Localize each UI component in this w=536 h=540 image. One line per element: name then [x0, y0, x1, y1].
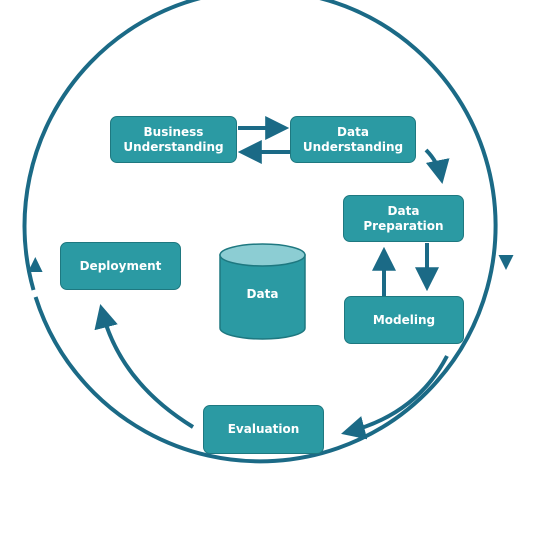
evaluation-label: Evaluation: [227, 422, 300, 436]
outer-cycle-arrow: [22, 0, 498, 464]
data-cylinder-label: Data: [246, 287, 279, 301]
business-understanding-label: Business Understanding: [123, 124, 224, 154]
data-understanding-box: Data Understanding: [290, 116, 416, 163]
evaluation-box: Evaluation: [203, 405, 324, 454]
data-preparation-label: Data Preparation: [363, 203, 444, 233]
arrow-modeling-to-evaluation: [341, 355, 449, 440]
deployment-label: Deployment: [79, 258, 162, 273]
deployment-box: Deployment: [60, 242, 181, 290]
modeling-label: Modeling: [372, 312, 436, 327]
business-understanding-box: Business Understanding: [110, 116, 237, 163]
data-cylinder: [219, 243, 306, 340]
arrow-data-understanding-to-data-preparation: [424, 148, 450, 185]
outer-cycle-arrowhead-left: [28, 257, 43, 272]
modeling-box: Modeling: [344, 296, 464, 344]
arrow-evaluation-to-deployment: [94, 304, 195, 429]
outer-cycle-arrowhead-right: [498, 255, 514, 270]
data-preparation-box: Data Preparation: [343, 195, 464, 242]
data-understanding-label: Data Understanding: [302, 124, 404, 154]
